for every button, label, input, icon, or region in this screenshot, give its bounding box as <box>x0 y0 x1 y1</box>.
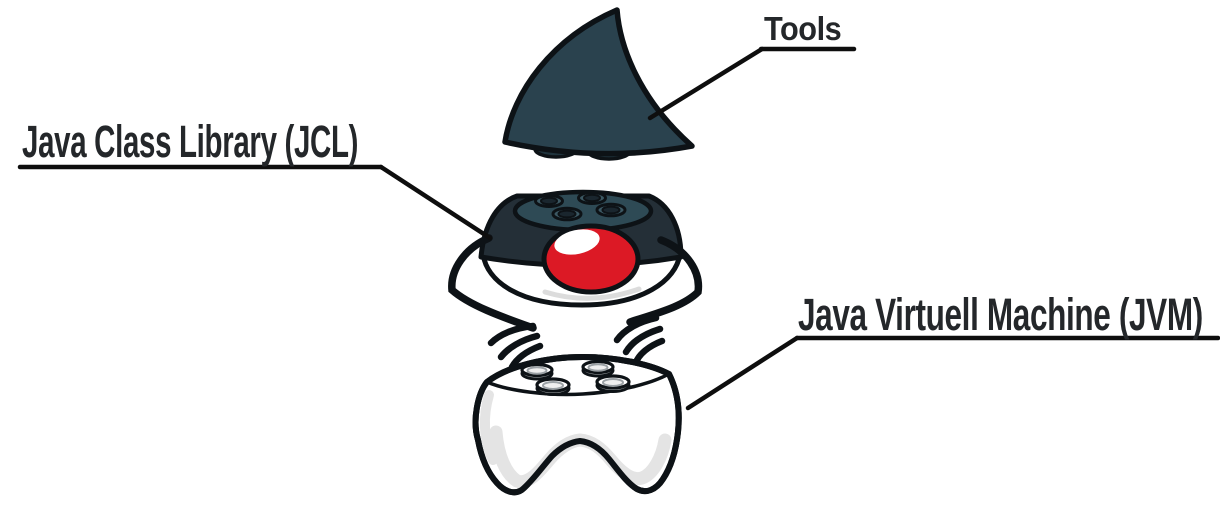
base-stud-hole-icon <box>542 381 564 390</box>
connector-line-jvm <box>685 335 800 411</box>
label-java-virtual-machine: Java Virtuell Machine (JVM) <box>798 289 1203 340</box>
left-hand-finger <box>497 332 541 361</box>
right-hand-finger <box>622 325 664 356</box>
label-java-class-library: Java Class Library (JCL) <box>22 116 359 167</box>
nose-highlight <box>554 229 600 255</box>
under-nose-shadow <box>542 286 642 301</box>
head-stud-hole-icon <box>601 205 621 215</box>
base-studs <box>520 359 631 396</box>
head-stud-hole-icon <box>540 196 558 206</box>
head-stud-hole-icon <box>557 209 577 219</box>
right-arm <box>626 236 703 326</box>
base-stud-hole-icon <box>526 366 548 375</box>
connector-line-tools <box>647 46 765 121</box>
hat-shape <box>502 7 695 157</box>
duke-base-piece <box>472 354 682 496</box>
base-stud-hole-icon <box>602 378 624 387</box>
head-studs <box>534 191 627 222</box>
base-stud-hole-icon <box>587 363 609 372</box>
head-stud-hole-icon <box>583 193 601 203</box>
base-top-rim <box>486 372 670 397</box>
left-arm <box>448 234 537 332</box>
duke-hat-piece <box>502 7 695 161</box>
right-hand-finger <box>613 314 660 344</box>
left-hand-finger <box>487 322 537 347</box>
base-left-shading <box>479 390 498 465</box>
duke-head-piece <box>448 189 703 371</box>
connector-line-jcl <box>378 164 493 241</box>
label-tools: Tools <box>764 10 842 47</box>
base-outline <box>472 354 682 496</box>
left-hand-finger <box>508 342 544 371</box>
